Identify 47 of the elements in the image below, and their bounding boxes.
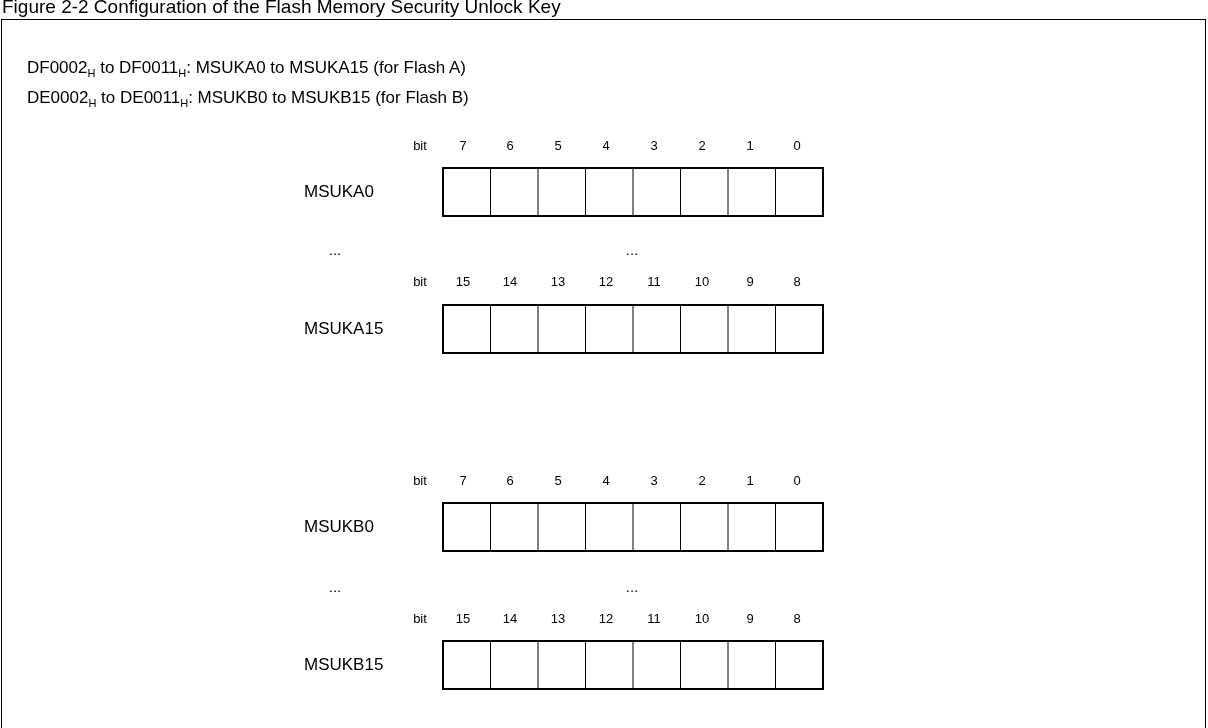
bit-number: 0 [793,138,801,154]
bit-number: 12 [598,611,614,627]
bit-number: 1 [746,138,754,154]
bit-number: 14 [502,611,518,627]
bit-number: 7 [459,138,467,154]
bit-number: 1 [746,473,754,489]
bit-label: bit [413,274,427,290]
bit-number: 3 [650,473,658,489]
bit-number: 10 [694,274,710,290]
register-name: MSUKB0 [304,517,374,537]
bit-number: 10 [694,611,710,627]
register-name: MSUKA15 [304,319,384,339]
ellipsis: ... [328,579,342,595]
ellipsis: ... [625,579,639,595]
bit-number: 9 [746,611,754,627]
bit-number: 13 [550,611,566,627]
bit-number: 7 [459,473,467,489]
bit-number: 15 [455,611,471,627]
bit-number: 12 [598,274,614,290]
register-name: MSUKB15 [304,655,384,675]
bit-label: bit [413,138,427,154]
bit-number: 2 [698,138,706,154]
bit-number: 6 [506,138,514,154]
bit-number: 15 [455,274,471,290]
bit-number: 2 [698,473,706,489]
address-note: DF0002$_{H}$ to DF0011$_{H}$: MSUKA0 to MSUKA15 (for Flash A) [27,58,466,78]
address-note: DE0002$_{H}$ to DE0011$_{H}$: MSUKB0 to MSUKB15 (for Flash B) [27,88,469,108]
bit-number: 4 [602,138,610,154]
bit-number: 6 [506,473,514,489]
ellipsis: ... [625,242,639,258]
bit-number: 11 [647,611,661,627]
bit-number: 9 [746,274,754,290]
bit-number: 5 [554,473,562,489]
bit-number: 8 [793,274,801,290]
bit-number: 3 [650,138,658,154]
bit-label: bit [413,611,427,627]
register-name: MSUKA0 [304,182,374,202]
bit-number: 0 [793,473,801,489]
ellipsis: ... [328,242,342,258]
bit-label: bit [413,473,427,489]
bit-number: 8 [793,611,801,627]
bit-number: 14 [502,274,518,290]
bit-number: 5 [554,138,562,154]
bit-number: 4 [602,473,610,489]
figure-title: Figure 2-2 Configuration of the Flash Memory Security Unlock Key [2,0,561,18]
bit-number: 11 [647,274,661,290]
bit-number: 13 [550,274,566,290]
